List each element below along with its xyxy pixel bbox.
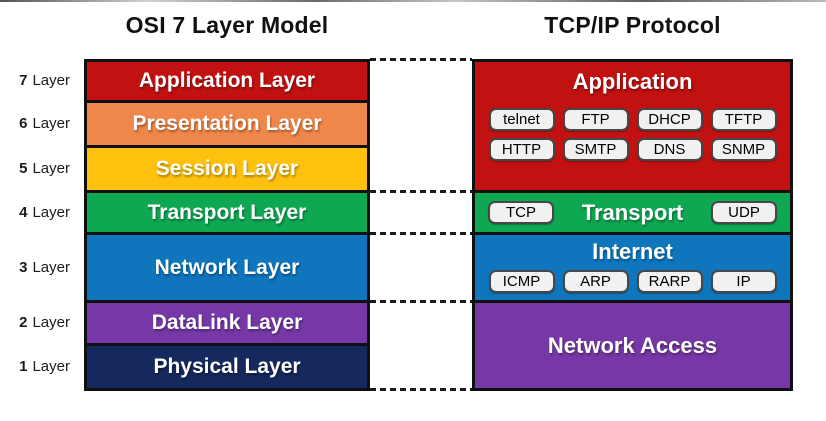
- osi-layer-presentation-layer: Presentation Layer: [87, 103, 367, 145]
- protocol-badge-ip: IP: [710, 270, 777, 293]
- osi-layer-label: Application Layer: [138, 69, 316, 92]
- dashed-connector: [370, 388, 472, 391]
- layer-number-suffix: Layer: [32, 358, 70, 375]
- protocol-badge-telnet: telnet: [488, 108, 555, 131]
- layer-number: 4: [19, 203, 28, 221]
- tcpip-layer-label: Transport: [581, 199, 684, 225]
- osi-layer-application-layer: Application Layer: [87, 62, 367, 100]
- layer-number-suffix: Layer: [32, 115, 70, 132]
- layer-number: 6: [19, 115, 28, 132]
- protocol-badge-rarp: RARP: [636, 270, 703, 293]
- osi-layer-label: Presentation Layer: [132, 112, 322, 135]
- tcpip-layer-network-access: Network Access: [475, 303, 790, 388]
- protocol-badge-dns: DNS: [636, 138, 703, 161]
- layer-number: 3: [19, 258, 28, 276]
- top-edge-artifact: [0, 0, 826, 2]
- layer-number-suffix: Layer: [32, 160, 70, 177]
- dashed-connector: [370, 190, 472, 193]
- tcpip-layer-label: Internet: [592, 239, 673, 264]
- protocol-badge-row: HTTP SMTP DNS SNMP: [488, 138, 777, 161]
- protocol-badge-arp: ARP: [562, 270, 629, 293]
- tcpip-stack: Application telnet FTP DHCP TFTP HTTP SMTP DNS S…: [472, 59, 793, 391]
- protocol-badge-http: HTTP: [488, 138, 555, 161]
- dashed-connector: [370, 232, 472, 235]
- protocol-badge-tftp: TFTP: [710, 108, 777, 131]
- osi-layer-label: Transport Layer: [147, 200, 307, 224]
- osi-layer-session-layer: Session Layer: [87, 148, 367, 190]
- osi-layer-datalink-layer: DataLink Layer: [87, 303, 367, 343]
- protocol-badge-snmp: SNMP: [710, 138, 777, 161]
- layer-number-suffix: Layer: [32, 203, 70, 221]
- protocol-badge-row: telnet FTP DHCP TFTP: [488, 108, 777, 131]
- tcpip-layer-label: Application: [572, 69, 693, 94]
- layer-number: 2: [19, 314, 28, 331]
- osi-layer-label: Session Layer: [155, 157, 299, 180]
- protocol-badge-icmp: ICMP: [488, 270, 555, 293]
- protocol-badge-tcp: TCP: [488, 201, 554, 224]
- protocol-badge-ftp: FTP: [562, 108, 629, 131]
- protocol-badge-row: ICMP ARP RARP IP: [488, 270, 777, 293]
- tcpip-layer-application: Application telnet FTP DHCP TFTP HTTP SMTP DNS S…: [475, 62, 790, 190]
- osi-layer-transport-layer: Transport Layer: [87, 193, 367, 232]
- protocol-badge-udp: UDP: [711, 201, 777, 224]
- osi-layer-label: Physical Layer: [153, 355, 301, 378]
- osi-layer-physical-layer: Physical Layer: [87, 346, 367, 388]
- osi-layer-label: Network Layer: [154, 255, 300, 279]
- protocol-badge-dhcp: DHCP: [636, 108, 703, 131]
- osi-layer-network-layer: Network Layer: [87, 235, 367, 300]
- tcpip-layer-label: Network Access: [547, 332, 718, 358]
- layer-number: 5: [19, 160, 28, 177]
- layer-number: 1: [19, 358, 28, 375]
- layer-number-suffix: Layer: [32, 314, 70, 331]
- layer-number: 7: [19, 72, 28, 89]
- osi-model-title: OSI 7 Layer Model: [125, 12, 329, 38]
- layer-number-suffix: Layer: [32, 72, 70, 89]
- dashed-connector: [370, 58, 472, 61]
- dashed-connector: [370, 300, 472, 303]
- tcpip-layer-transport: TCP Transport UDP: [475, 193, 790, 232]
- protocol-badge-smtp: SMTP: [562, 138, 629, 161]
- tcpip-protocol-title: TCP/IP Protocol: [544, 12, 721, 38]
- osi-layer-label: DataLink Layer: [151, 311, 303, 334]
- layer-number-suffix: Layer: [32, 258, 70, 276]
